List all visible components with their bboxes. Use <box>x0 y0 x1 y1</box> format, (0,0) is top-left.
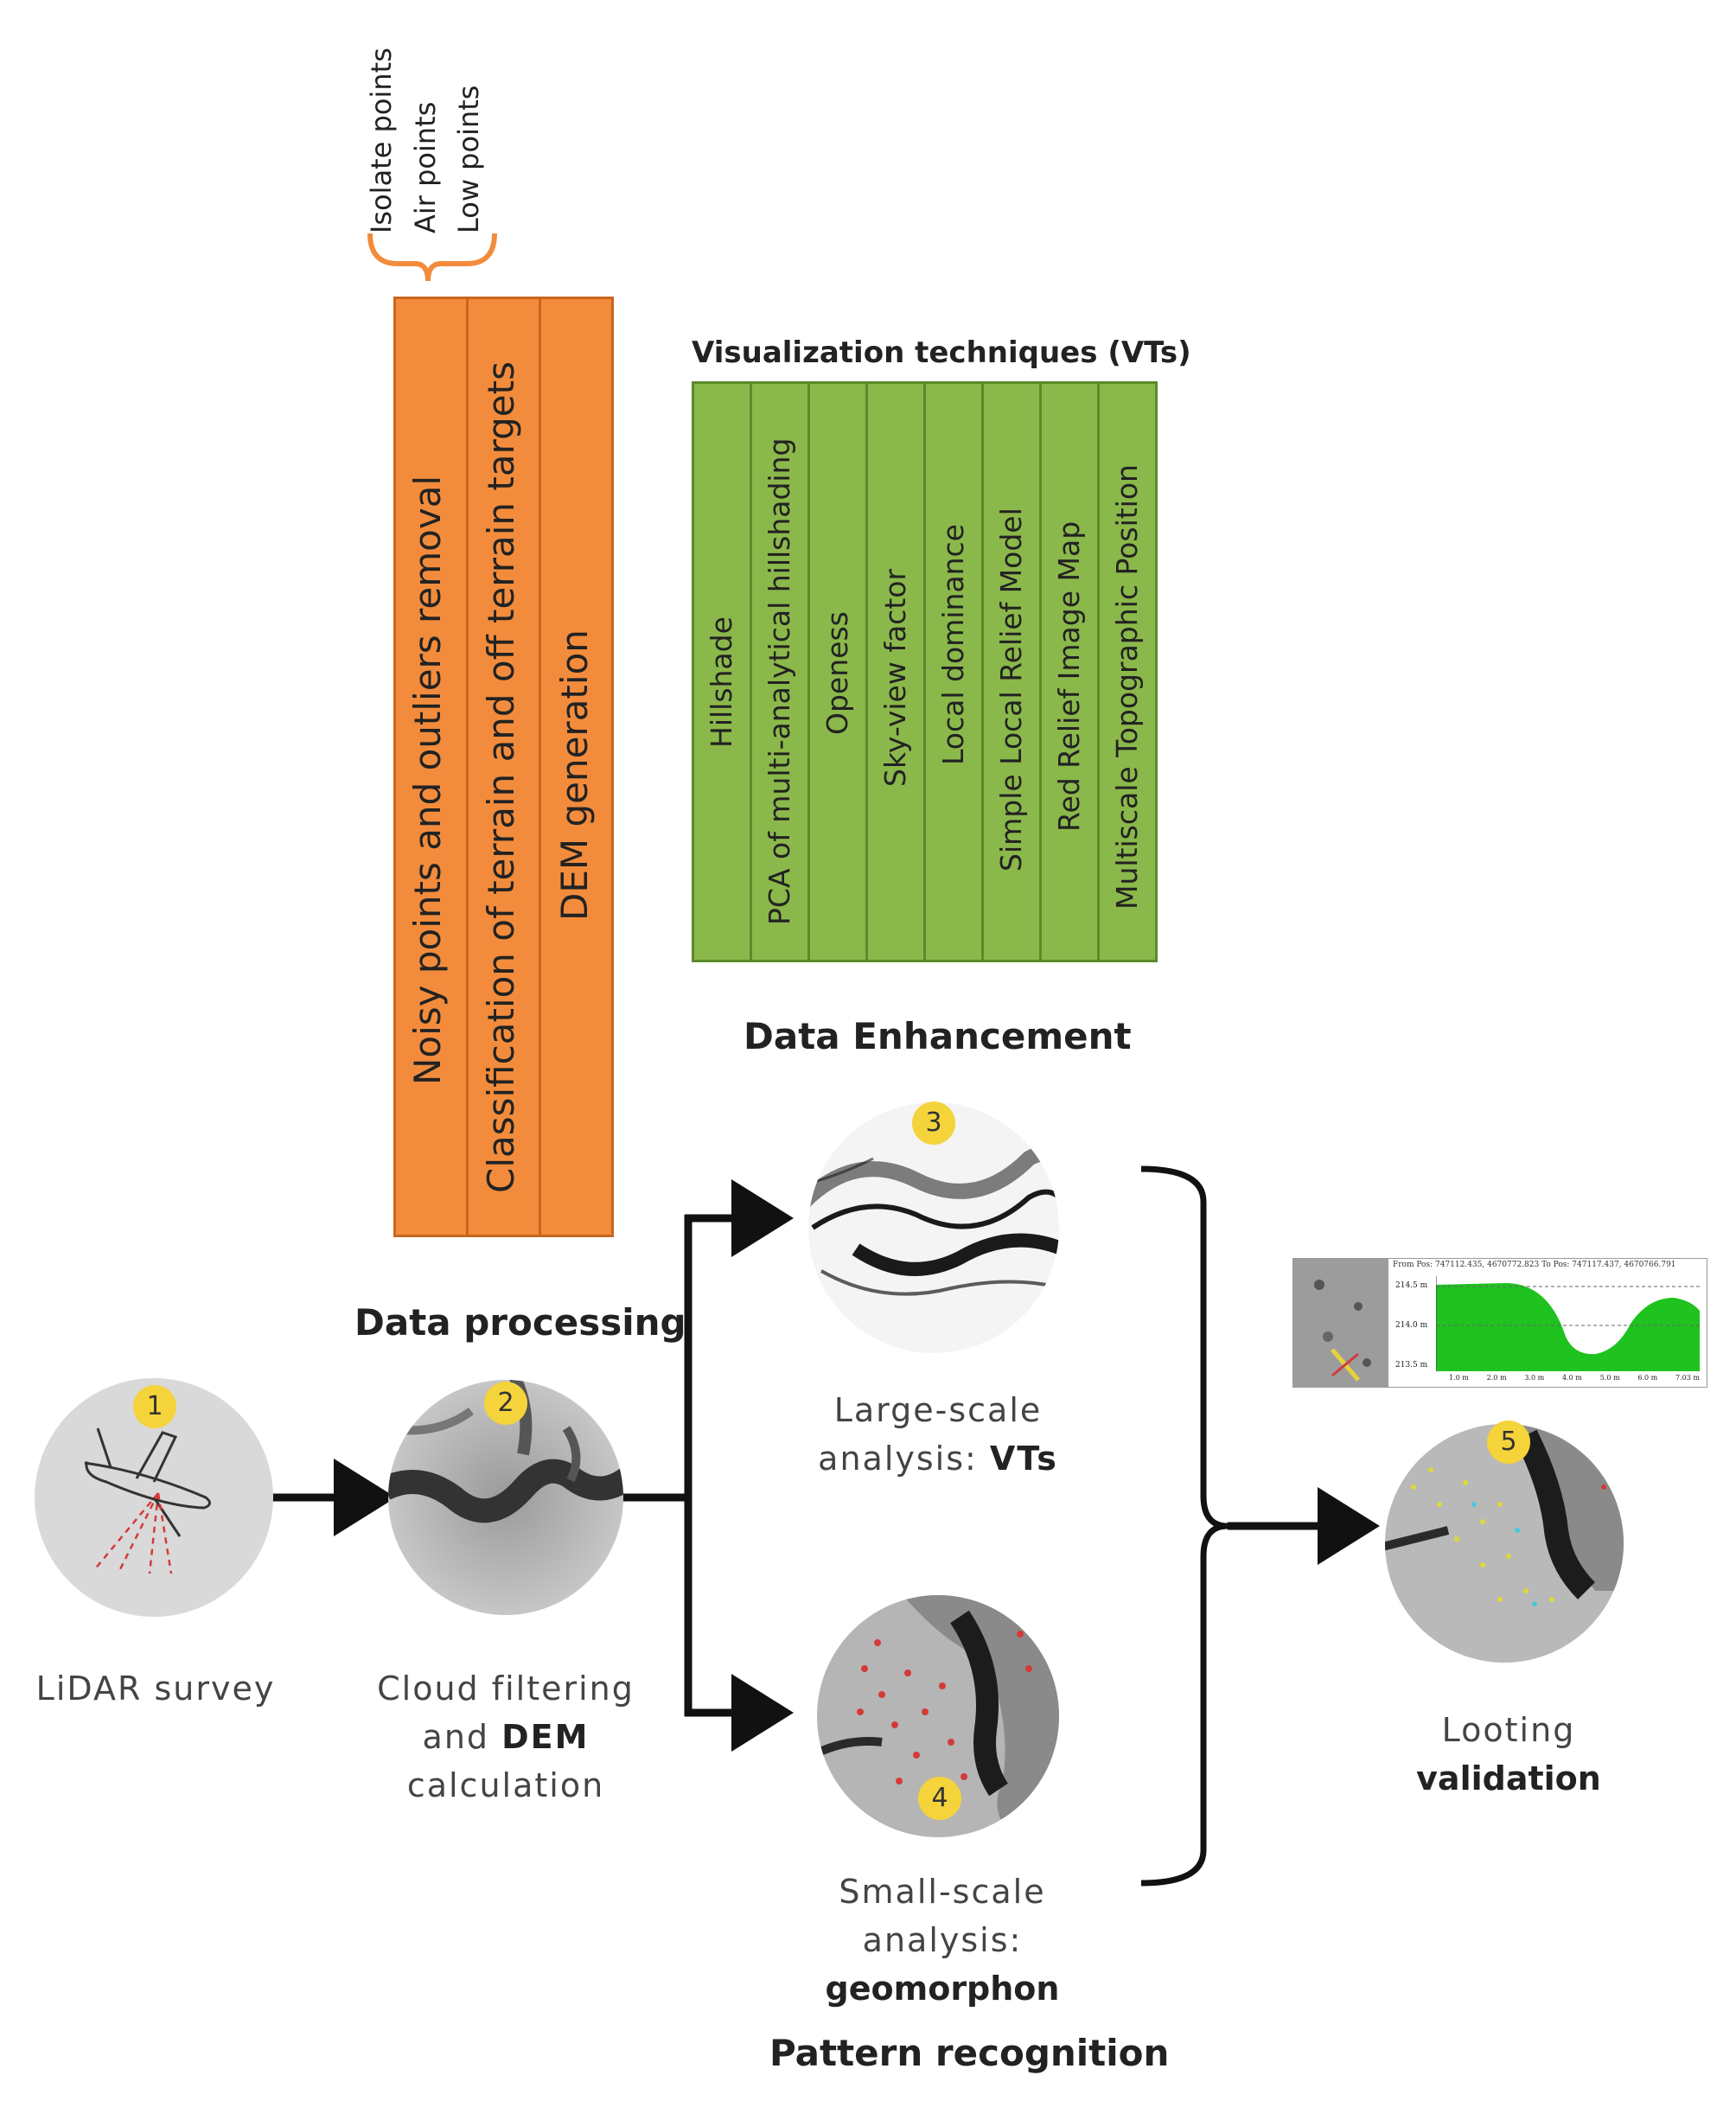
step-badge-3: 3 <box>912 1101 955 1145</box>
validation-terrain-shape <box>1385 1424 1624 1606</box>
cleaning-item-isolate: Isolate points <box>365 48 398 233</box>
step-badge-4: 4 <box>918 1777 961 1820</box>
profile-ytick-1: 214.5 m <box>1395 1281 1428 1290</box>
dem-label-line1: Cloud filtering <box>377 1670 635 1708</box>
processing-label-classification: Classification of terrain and off terrai… <box>480 361 522 1193</box>
profile-xtick-7: 7.03 m <box>1675 1374 1700 1382</box>
validation-line2: validation <box>1416 1759 1601 1797</box>
validation-circle <box>1385 1424 1624 1663</box>
profile-xtick-5: 5.0 m <box>1599 1374 1620 1382</box>
processing-label-dem: DEM generation <box>553 629 596 921</box>
small-scale-line3: geomorphon <box>825 1970 1060 2008</box>
small-scale-line1: Small-scale <box>839 1873 1046 1911</box>
vts-circle <box>808 1102 1059 1353</box>
large-scale-line2a: analysis: <box>818 1440 990 1478</box>
step-label-small-scale: Small-scale analysis: geomorphon <box>808 1868 1076 2013</box>
validation-line1: Looting <box>1441 1711 1576 1749</box>
vts-title: Visualization techniques (VTs) <box>692 335 1191 370</box>
profile-area <box>1436 1283 1700 1371</box>
vts-column-5 <box>923 381 984 962</box>
profile-ytick-2: 214.0 m <box>1395 1321 1428 1330</box>
vts-label-openess: Openess <box>820 611 854 735</box>
vts-label-slrm: Simple Local Relief Model <box>994 508 1028 872</box>
large-scale-line1: Large-scale <box>833 1391 1043 1429</box>
small-scale-line2: analysis: <box>862 1921 1023 1959</box>
processing-label-noise: Noisy points and outliers removal <box>406 475 449 1085</box>
profile-header: From Pos: 747112.435, 4670772.823 To Pos… <box>1393 1261 1676 1269</box>
pattern-heading: Pattern recognition <box>769 2032 1170 2074</box>
cleaning-item-air: Air points <box>409 101 442 233</box>
profile-xtick-3: 3.0 m <box>1524 1374 1545 1382</box>
step-label-validation: Looting validation <box>1379 1706 1638 1803</box>
processing-column-noise <box>393 297 469 1237</box>
geomorphon-circle <box>817 1595 1059 1837</box>
vts-column-8 <box>1097 381 1158 962</box>
profile-xtick-6: 6.0 m <box>1637 1374 1658 1382</box>
airplane-icon <box>84 1427 211 1537</box>
enhancement-heading: Data Enhancement <box>744 1015 1132 1057</box>
processing-column-classification <box>466 297 541 1237</box>
laser-beams <box>93 1492 173 1574</box>
profile-xtick-2: 2.0 m <box>1486 1374 1507 1382</box>
geomorphon-terrain-shape <box>817 1595 1059 1837</box>
step-badge-1: 1 <box>133 1385 176 1428</box>
vts-label-mtp: Multiscale Topographic Position <box>1110 464 1144 910</box>
dem-circle <box>388 1380 623 1615</box>
step-badge-2: 2 <box>484 1382 527 1425</box>
step-badge-5: 5 <box>1487 1421 1530 1464</box>
lidar-circle <box>35 1378 273 1617</box>
cleaning-item-low: Low points <box>452 85 485 233</box>
profile-thumbnail <box>1293 1259 1388 1387</box>
profile-xticks: 1.0 m 2.0 m 3.0 m 4.0 m 5.0 m 6.0 m 7.03… <box>1449 1374 1700 1382</box>
processing-column-dem <box>539 297 614 1237</box>
vts-label-hillshade: Hillshade <box>705 616 738 748</box>
vts-column-6 <box>981 381 1042 962</box>
profile-xtick-4: 4.0 m <box>1562 1374 1582 1382</box>
vts-label-skyview: Sky-view factor <box>878 568 912 787</box>
vts-label-local-dominance: Local dominance <box>936 524 970 765</box>
step-label-dem: Cloud filtering and DEM calculation <box>363 1664 648 1810</box>
step-label-large-scale: Large-scale analysis: VTs <box>791 1386 1085 1483</box>
profile-xtick-1: 1.0 m <box>1449 1374 1469 1382</box>
vts-label-pca: PCA of multi-analytical hillshading <box>763 437 796 925</box>
merge-bracket <box>1140 1165 1229 1887</box>
step-label-lidar: LiDAR survey <box>35 1670 276 1708</box>
dem-label-line2a: and <box>422 1718 502 1756</box>
elevation-profile: From Pos: 747112.435, 4670772.823 To Pos… <box>1292 1258 1707 1388</box>
profile-ytick-3: 213.5 m <box>1395 1361 1428 1370</box>
profile-plot <box>1436 1276 1700 1371</box>
cleaning-bracket <box>367 233 497 282</box>
vts-label-rrim: Red Relief Image Map <box>1052 520 1086 832</box>
dem-label-line2b: DEM <box>501 1718 590 1756</box>
large-scale-line2: analysis: VTs <box>791 1434 1085 1483</box>
dem-label-line3: calculation <box>406 1766 605 1804</box>
large-scale-line2b: VTs <box>989 1440 1058 1478</box>
dem-label-line2: and DEM <box>363 1713 648 1761</box>
processing-heading: Data processing <box>354 1301 686 1344</box>
